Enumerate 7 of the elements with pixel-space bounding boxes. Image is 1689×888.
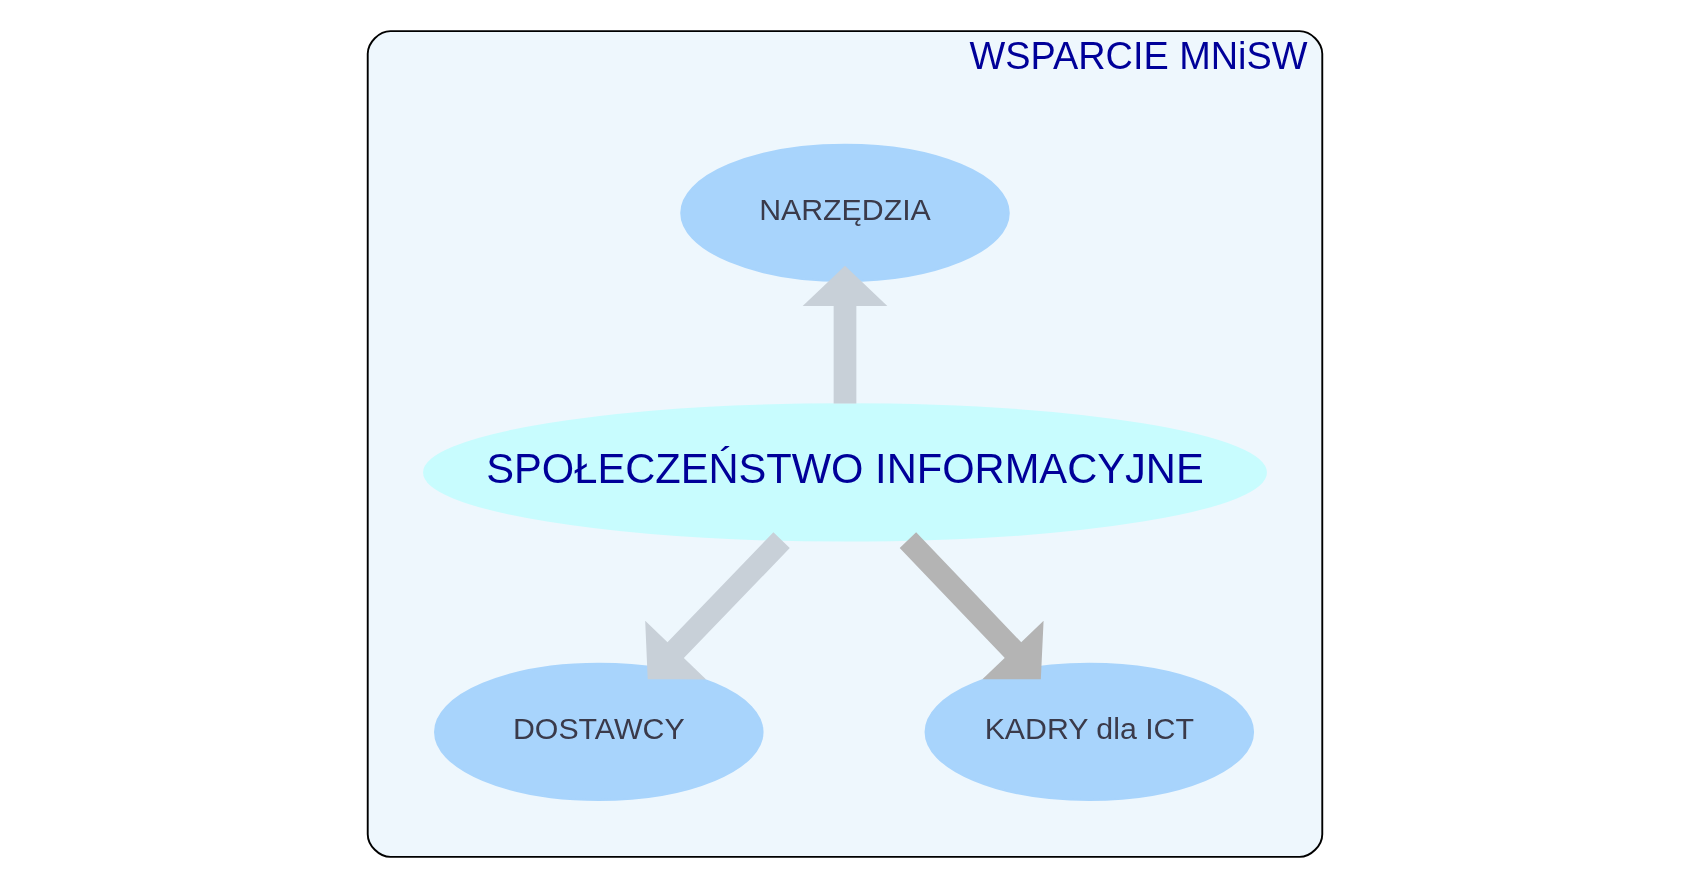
node-ellipse: SPOŁECZEŃSTWO INFORMACYJNE	[422, 403, 1267, 542]
arrow	[802, 265, 887, 404]
node-ellipse: DOSTAWCY	[433, 662, 764, 801]
node-ellipse: KADRY dla ICT	[924, 662, 1254, 801]
node-ellipse: NARZĘDZIA	[679, 143, 1010, 283]
arrow	[899, 532, 1044, 680]
arrow	[644, 532, 790, 680]
